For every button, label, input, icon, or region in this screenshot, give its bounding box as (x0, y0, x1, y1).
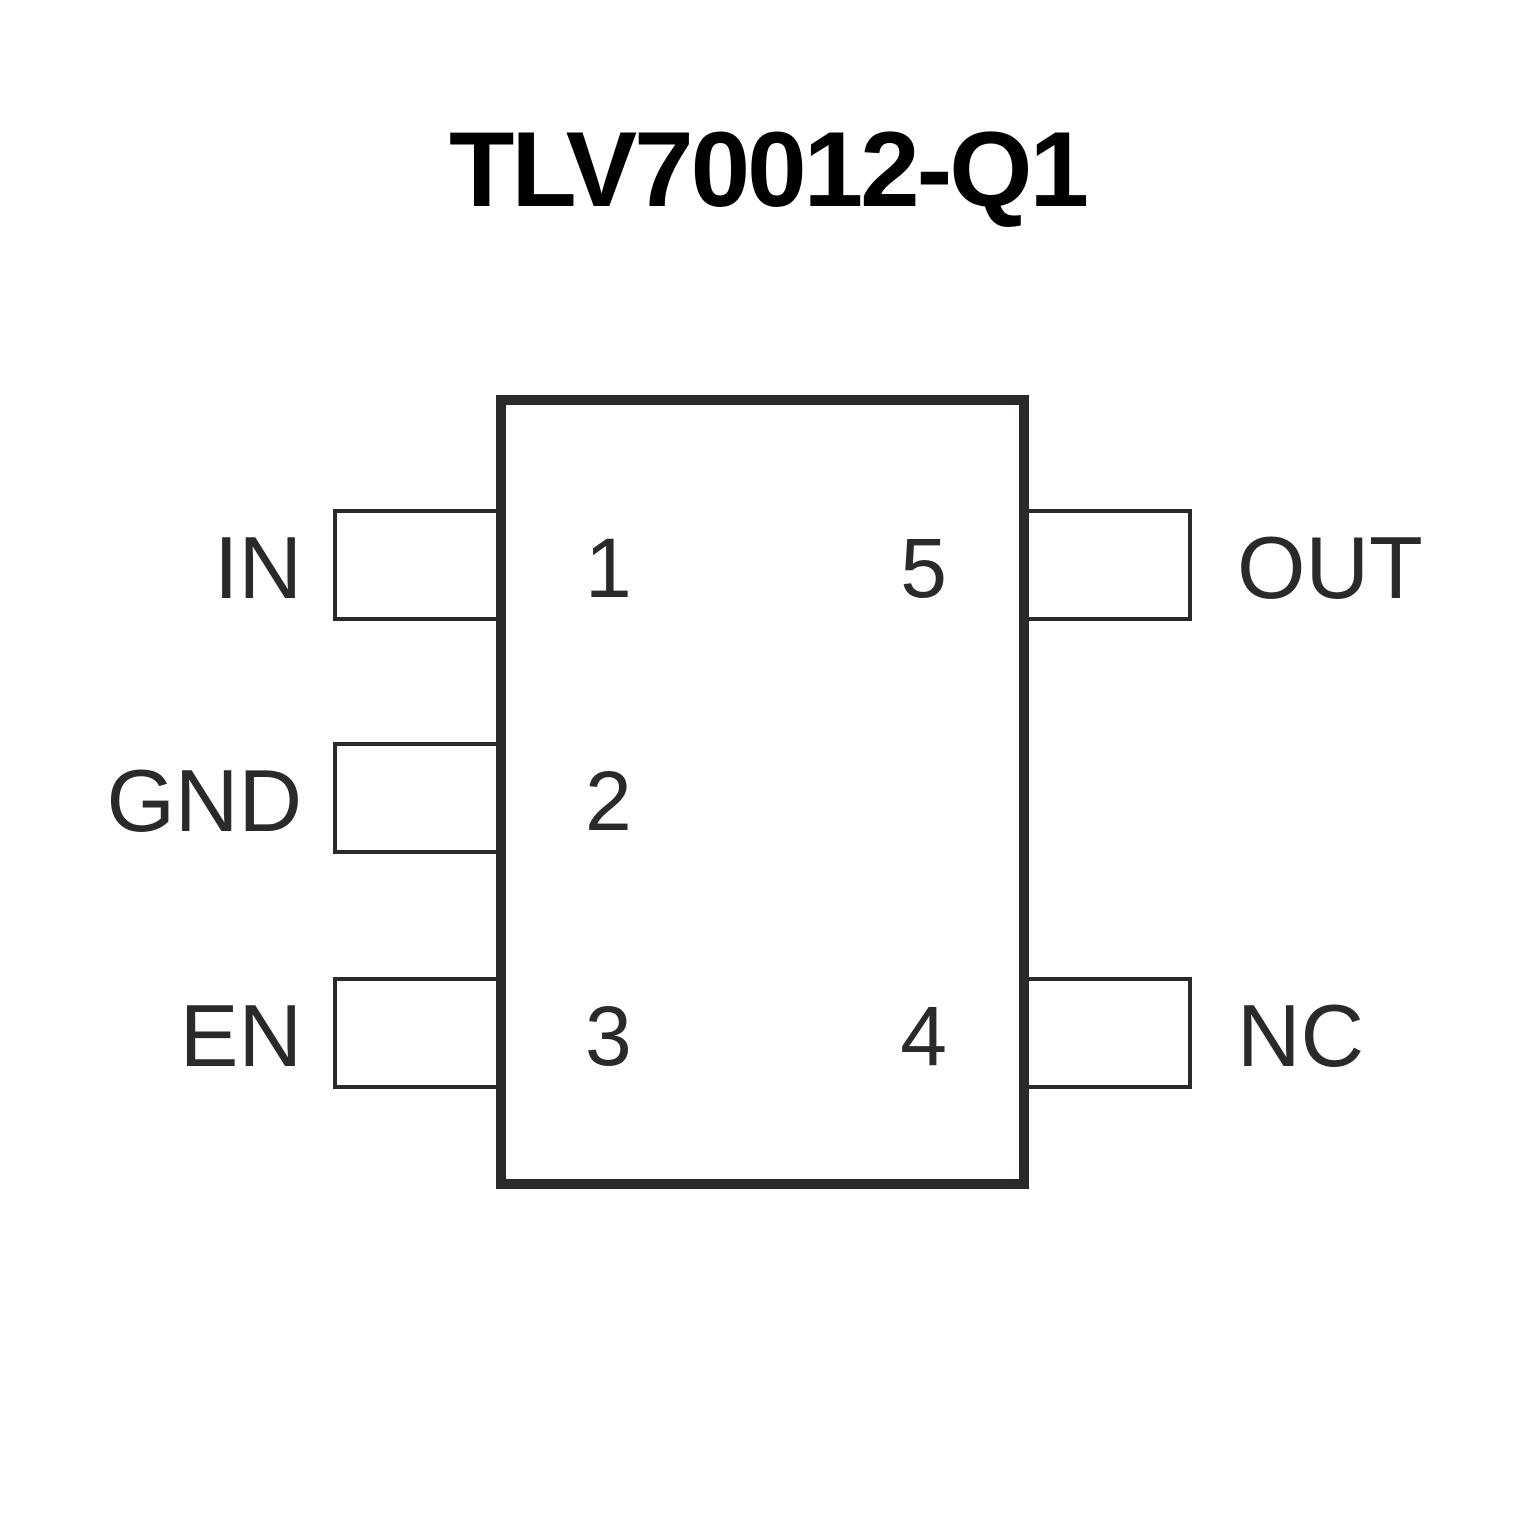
pin-label-in: IN (214, 518, 302, 617)
pin-lead-3-en (333, 977, 503, 1089)
pin-label-en: EN (179, 986, 302, 1085)
pin-label-nc: NC (1237, 986, 1365, 1085)
pin-number-1: 1 (585, 521, 632, 615)
pin-number-5: 5 (900, 521, 947, 615)
ic-package-body (496, 395, 1029, 1189)
pin-lead-1-in (333, 509, 503, 621)
pin-number-4: 4 (900, 989, 947, 1083)
pin-label-gnd: GND (106, 751, 302, 850)
part-number-title: TLV70012-Q1 (448, 109, 1089, 229)
pin-number-2: 2 (585, 754, 632, 848)
pin-lead-2-gnd (333, 742, 503, 854)
pin-lead-5-out (1022, 509, 1192, 621)
pin-number-3: 3 (585, 989, 632, 1083)
pin-label-out: OUT (1237, 518, 1423, 617)
pin-lead-4-nc (1022, 977, 1192, 1089)
